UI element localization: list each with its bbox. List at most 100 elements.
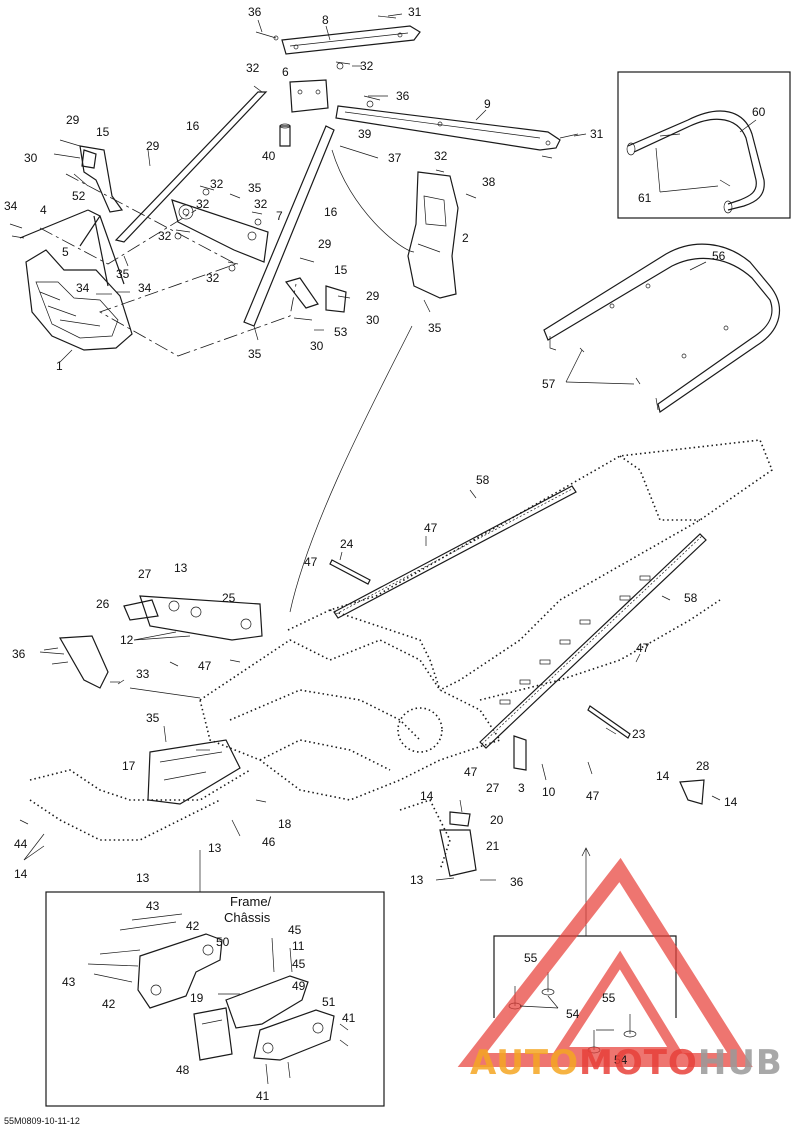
callout-44: 44 bbox=[14, 837, 28, 851]
callout-13: 13 bbox=[208, 841, 222, 855]
callout-24: 24 bbox=[340, 537, 354, 551]
callout-51: 51 bbox=[322, 995, 336, 1009]
callout-48: 48 bbox=[176, 1063, 190, 1077]
drawing-code: 55M0809-10-11-12 bbox=[4, 1116, 80, 1126]
callout-32: 32 bbox=[206, 271, 220, 285]
automotohub-wordmark: AUTOMOTOHUB bbox=[470, 1043, 783, 1083]
crossmember-inset bbox=[45, 850, 385, 1107]
leader-lines bbox=[23, 13, 757, 1031]
callout-39: 39 bbox=[358, 127, 372, 141]
callout-labels: 36 8 31 32 6 32 36 9 31 29 15 16 39 29 3… bbox=[4, 5, 766, 1126]
callout-29: 29 bbox=[318, 237, 332, 251]
callout-32: 32 bbox=[210, 177, 224, 191]
callout-47: 47 bbox=[198, 659, 212, 673]
callout-20: 20 bbox=[490, 813, 504, 827]
callout-38: 38 bbox=[482, 175, 496, 189]
callout-30: 30 bbox=[24, 151, 38, 165]
callout-32: 32 bbox=[254, 197, 268, 211]
callout-58: 58 bbox=[476, 473, 490, 487]
callout-42: 42 bbox=[102, 997, 116, 1011]
callout-31: 31 bbox=[408, 5, 422, 19]
callout-19: 19 bbox=[190, 991, 204, 1005]
callout-35: 35 bbox=[116, 267, 130, 281]
slide-rails bbox=[329, 485, 707, 749]
callout-36: 36 bbox=[510, 875, 524, 889]
callout-27: 27 bbox=[486, 781, 500, 795]
chassis-label: Châssis bbox=[224, 910, 271, 925]
automotohub-logo bbox=[457, 857, 753, 1067]
callout-47: 47 bbox=[424, 521, 438, 535]
callout-57: 57 bbox=[542, 377, 556, 391]
callout-41: 41 bbox=[342, 1011, 356, 1025]
callout-35: 35 bbox=[248, 347, 262, 361]
callout-50: 50 bbox=[216, 935, 230, 949]
callout-14: 14 bbox=[724, 795, 738, 809]
callout-43: 43 bbox=[62, 975, 76, 989]
callout-15: 15 bbox=[96, 125, 110, 139]
callout-14: 14 bbox=[420, 789, 434, 803]
rear-bumper bbox=[543, 243, 780, 413]
callout-54: 54 bbox=[566, 1007, 580, 1021]
callout-35: 35 bbox=[428, 321, 442, 335]
callout-60: 60 bbox=[752, 105, 766, 119]
callout-29: 29 bbox=[66, 113, 80, 127]
mid-brackets bbox=[19, 325, 721, 881]
callout-41: 41 bbox=[256, 1089, 270, 1103]
callout-27: 27 bbox=[138, 567, 152, 581]
callout-49: 49 bbox=[292, 979, 306, 993]
callout-34: 34 bbox=[4, 199, 18, 213]
callout-3: 3 bbox=[518, 781, 525, 795]
front-frame-assembly bbox=[9, 15, 579, 357]
callout-36: 36 bbox=[12, 647, 26, 661]
callout-10: 10 bbox=[542, 785, 556, 799]
chassis-frame bbox=[29, 439, 773, 871]
wordmark-hub: HUB bbox=[698, 1043, 783, 1083]
callout-11: 11 bbox=[292, 939, 305, 953]
callout-29: 29 bbox=[366, 289, 380, 303]
callout-43: 43 bbox=[146, 899, 160, 913]
callout-47: 47 bbox=[304, 555, 318, 569]
callout-42: 42 bbox=[186, 919, 200, 933]
callout-9: 9 bbox=[484, 97, 491, 111]
callout-31: 31 bbox=[590, 127, 604, 141]
callout-29: 29 bbox=[146, 139, 160, 153]
callout-2: 2 bbox=[462, 231, 469, 245]
callout-34: 34 bbox=[76, 281, 90, 295]
callout-18: 18 bbox=[278, 817, 292, 831]
svg-text:AUTOMOTOHUB: AUTOMOTOHUB bbox=[470, 1043, 783, 1083]
callout-47: 47 bbox=[586, 789, 600, 803]
callout-32: 32 bbox=[158, 229, 172, 243]
callout-55: 55 bbox=[524, 951, 538, 965]
callout-32: 32 bbox=[246, 61, 260, 75]
grab-handle-inset bbox=[617, 71, 791, 219]
callout-23: 23 bbox=[632, 727, 646, 741]
callout-47: 47 bbox=[464, 765, 478, 779]
callout-30: 30 bbox=[310, 339, 324, 353]
callout-8: 8 bbox=[322, 13, 329, 27]
callout-14: 14 bbox=[14, 867, 28, 881]
callout-5: 5 bbox=[62, 245, 69, 259]
callout-6: 6 bbox=[282, 65, 289, 79]
callout-32: 32 bbox=[360, 59, 374, 73]
wordmark-auto: AUTO bbox=[470, 1043, 579, 1083]
callout-25: 25 bbox=[222, 591, 236, 605]
callout-54: 54 bbox=[614, 1053, 628, 1067]
callout-13: 13 bbox=[174, 561, 188, 575]
callout-35: 35 bbox=[248, 181, 262, 195]
callout-35: 35 bbox=[146, 711, 160, 725]
callout-12: 12 bbox=[120, 633, 134, 647]
wordmark-moto: MOTO bbox=[579, 1043, 698, 1083]
callout-14: 14 bbox=[656, 769, 670, 783]
callout-45: 45 bbox=[288, 923, 302, 937]
callout-47: 47 bbox=[636, 641, 650, 655]
callout-17: 17 bbox=[122, 759, 136, 773]
callout-52: 52 bbox=[72, 189, 86, 203]
callout-15: 15 bbox=[334, 263, 348, 277]
callout-45: 45 bbox=[292, 957, 306, 971]
callout-13: 13 bbox=[136, 871, 150, 885]
callout-36: 36 bbox=[248, 5, 262, 19]
callout-32: 32 bbox=[196, 197, 210, 211]
callout-26: 26 bbox=[96, 597, 110, 611]
callout-13: 13 bbox=[410, 873, 424, 887]
callout-33: 33 bbox=[136, 667, 150, 681]
